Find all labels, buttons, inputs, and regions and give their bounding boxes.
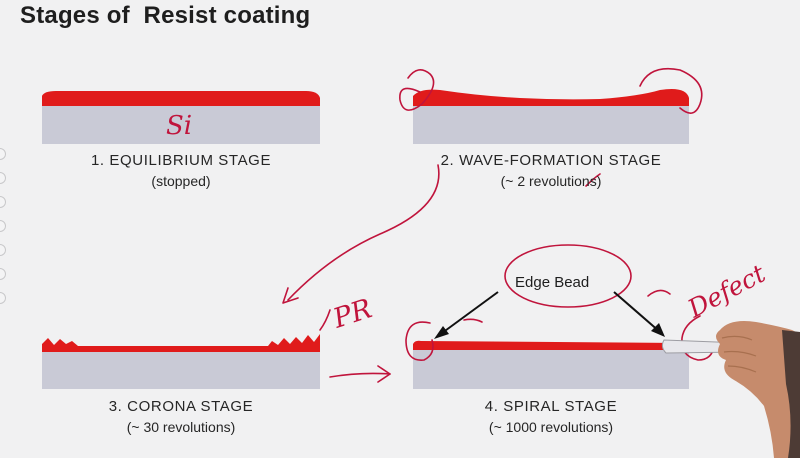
resist-layer — [413, 89, 689, 106]
stage-2-to-3-arrow — [287, 164, 440, 301]
resist-layer — [42, 334, 320, 352]
stage-2-wafer — [413, 89, 689, 144]
substrate — [413, 106, 689, 144]
stage-3-wafer — [42, 334, 320, 389]
si-handwriting: Si — [166, 111, 192, 141]
finger-creases — [721, 335, 757, 373]
stage-detail: (~ 30 revolutions) — [126, 419, 236, 435]
sidebar-nav — [0, 148, 6, 316]
stage-detail: (~ 2 revolutions) — [500, 173, 602, 189]
arrowhead-icon — [651, 323, 665, 337]
defect-hook-mark — [647, 289, 671, 297]
left-edge-mark — [463, 318, 483, 323]
edge-bead-label: Edge Bead — [515, 274, 590, 291]
pr-pointer-line — [319, 309, 331, 331]
slide-title: Stages of Resist coating — [20, 2, 311, 29]
stage-detail: (stopped) — [151, 173, 211, 189]
wave-left-loop — [399, 69, 435, 111]
stage-detail: (~ 1000 revolutions) — [488, 419, 614, 435]
stage-name: 2. WAVE-FORMATION STAGE — [440, 152, 662, 169]
edge-bead-arrow-left — [437, 291, 499, 337]
stage-3-label: 3. CORONA STAGE (~ 30 revolutions) — [41, 396, 321, 438]
stage-1-label: 1. EQUILIBRIUM STAGE (stopped) — [41, 150, 321, 192]
edge-bead-arrow-right — [613, 291, 661, 333]
pr-handwriting: PR — [329, 293, 376, 335]
hand-shape — [716, 321, 800, 458]
left-edge-circle — [405, 321, 434, 361]
substrate — [42, 352, 320, 389]
substrate — [413, 350, 689, 389]
stage-3-to-4-arrow — [329, 372, 391, 378]
wave-right-loop — [639, 67, 703, 114]
defect-handwriting: Defect — [682, 258, 771, 323]
presenter-hand — [661, 321, 800, 458]
resist-layer — [413, 340, 689, 350]
edge-bead-circle — [504, 244, 632, 308]
edge-bead-callout — [434, 244, 665, 339]
stage-name: 1. EQUILIBRIUM STAGE — [90, 152, 272, 169]
stage-name: 3. CORONA STAGE — [108, 398, 254, 415]
substrate — [42, 106, 320, 144]
arrowhead-icon — [434, 326, 449, 339]
stage-2-label: 2. WAVE-FORMATION STAGE (~ 2 revolutions… — [396, 150, 706, 192]
arrowhead-icon — [282, 287, 299, 304]
stage-4-wafer — [413, 340, 689, 389]
resist-layer — [42, 91, 320, 106]
stage-name: 4. SPIRAL STAGE — [484, 398, 618, 415]
stage-4-label: 4. SPIRAL STAGE (~ 1000 revolutions) — [401, 396, 701, 438]
check-mark — [585, 173, 601, 187]
arrowhead-icon — [377, 365, 391, 383]
stage-1-wafer — [42, 91, 320, 144]
sleeve — [782, 330, 800, 458]
